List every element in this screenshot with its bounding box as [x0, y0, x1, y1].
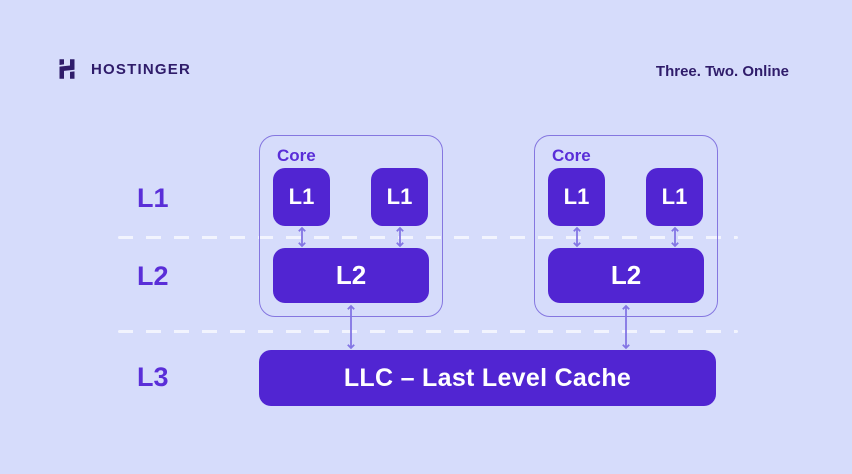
core-1-l1-cache-a: L1 — [273, 168, 330, 226]
core-box-2: Core L1 L1 L2 — [534, 135, 718, 317]
brand-name: HOSTINGER — [91, 60, 191, 78]
core-2-l1-cache-a: L1 — [548, 168, 605, 226]
bidirectional-arrow-icon — [571, 225, 583, 249]
core-1-label: Core — [277, 146, 316, 165]
dashed-separator-l1-l2 — [118, 236, 738, 239]
bidirectional-arrow-icon — [669, 225, 681, 249]
row-label-l1: L1 — [137, 183, 169, 213]
core-1-l1-cache-b: L1 — [371, 168, 428, 226]
bidirectional-arrow-icon — [296, 225, 308, 249]
core-2-label: Core — [552, 146, 591, 165]
bidirectional-arrow-icon — [394, 225, 406, 249]
core-2-l2-cache: L2 — [548, 248, 704, 303]
bidirectional-arrow-icon — [345, 303, 357, 351]
hostinger-h-icon — [59, 59, 75, 79]
llc-last-level-cache-bar: LLC – Last Level Cache — [259, 350, 716, 406]
core-2-l1-cache-b: L1 — [646, 168, 703, 226]
core-box-1: Core L1 L1 L2 — [259, 135, 443, 317]
dashed-separator-l2-l3 — [118, 330, 738, 333]
bidirectional-arrow-icon — [620, 303, 632, 351]
row-label-l2: L2 — [137, 261, 169, 291]
brand-tagline: Three. Two. Online — [655, 63, 789, 80]
core-1-l2-cache: L2 — [273, 248, 429, 303]
hostinger-logo: HOSTINGER — [55, 56, 191, 82]
row-label-l3: L3 — [137, 362, 169, 392]
